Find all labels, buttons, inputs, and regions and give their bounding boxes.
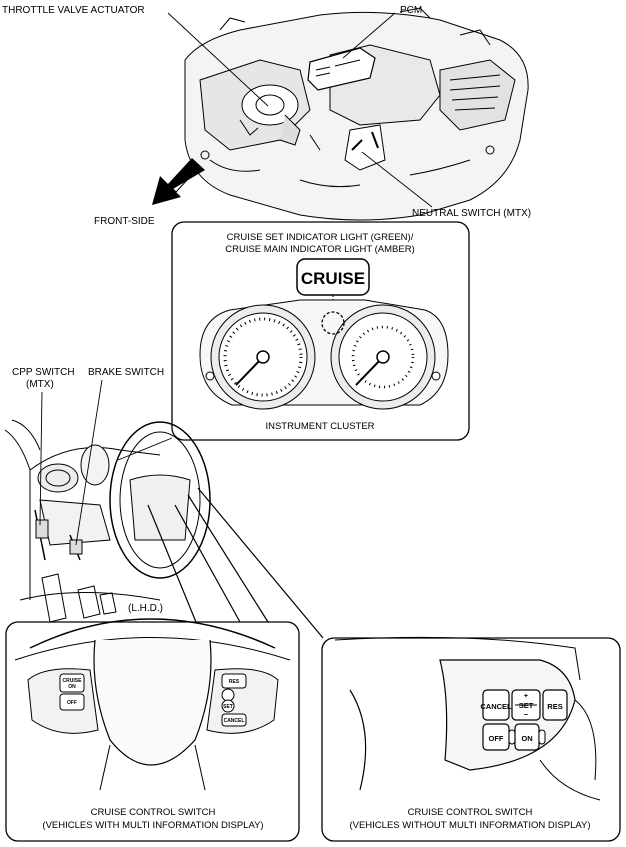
dashboard-illustration <box>4 379 211 623</box>
off-button-label: OFF <box>489 734 504 743</box>
on-button-label: ON <box>521 734 532 743</box>
mid-res-label: RES <box>229 679 240 685</box>
instrument-cluster-caption: INSTRUMENT CLUSTER <box>265 421 374 432</box>
set-plus-label: + <box>524 691 529 700</box>
indicator-light-label-line1: CRUISE SET INDICATOR LIGHT (GREEN)/ <box>227 232 414 243</box>
lhd-label: (L.H.D.) <box>128 603 163 614</box>
res-button-label: RES <box>547 702 562 711</box>
pcm-label: PCM <box>400 5 422 16</box>
cruise-switch-panel-without-mid: CANCEL + SET − RES OFF ON CRUISE CONTROL… <box>321 636 621 842</box>
cpp-switch-label-line2: (MTX) <box>26 379 54 390</box>
cancel-button-label: CANCEL <box>480 702 512 711</box>
engine-leader-lines <box>167 12 433 208</box>
switch-callout-lines <box>147 487 324 639</box>
left-panel-caption-line2: (VEHICLES WITH MULTI INFORMATION DISPLAY… <box>42 820 263 831</box>
cruise-badge-text: CRUISE <box>301 269 365 288</box>
instrument-cluster-panel: CRUISE SET INDICATOR LIGHT (GREEN)/ CRUI… <box>171 221 470 441</box>
front-side-arrow-icon <box>152 158 205 205</box>
mid-set-label: SET <box>223 704 233 710</box>
mid-off-label: OFF <box>67 700 77 706</box>
set-button-label: SET <box>519 701 534 710</box>
cpp-switch-label-line1: CPP SWITCH <box>12 367 75 378</box>
brake-switch-label: BRAKE SWITCH <box>88 367 164 378</box>
neutral-switch-label: NEUTRAL SWITCH (MTX) <box>412 208 531 219</box>
mid-cancel-label: CANCEL <box>224 718 245 724</box>
right-panel-caption-line2: (VEHICLES WITHOUT MULTI INFORMATION DISP… <box>349 820 590 831</box>
throttle-valve-actuator-label: THROTTLE VALVE ACTUATOR <box>2 5 145 16</box>
cruise-switch-panel-with-mid: CRUISE ON OFF RES SET CANCEL CRUISE CONT… <box>5 618 300 842</box>
cruise-indicator-badge: CRUISE <box>296 258 370 312</box>
set-minus-label: − <box>524 710 529 719</box>
front-side-label: FRONT-SIDE <box>94 216 155 227</box>
mid-cruise-on-label-line2: ON <box>68 684 76 690</box>
engine-compartment-illustration <box>184 7 529 221</box>
mid-cruise-on-label-line1: CRUISE <box>63 678 83 684</box>
left-panel-caption-line1: CRUISE CONTROL SWITCH <box>91 807 216 818</box>
right-panel-caption-line1: CRUISE CONTROL SWITCH <box>408 807 533 818</box>
indicator-light-label-line2: CRUISE MAIN INDICATOR LIGHT (AMBER) <box>225 244 415 255</box>
